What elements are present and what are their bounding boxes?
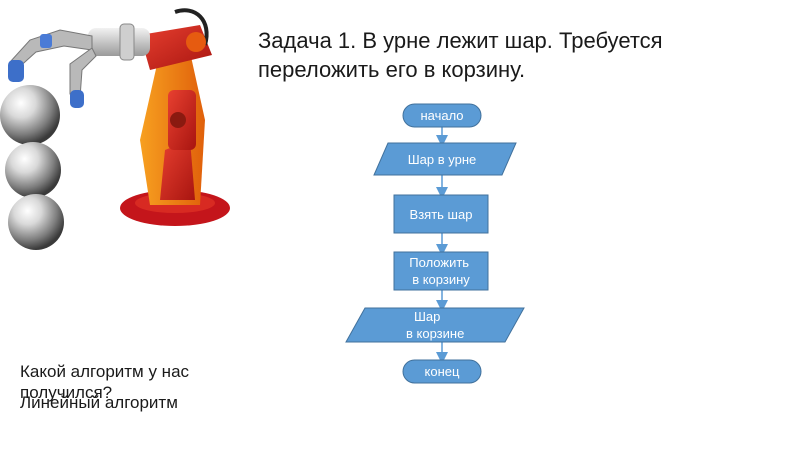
flow-node-input — [373, 142, 517, 176]
flow-node-start — [402, 103, 482, 128]
flow-node-output — [345, 307, 525, 343]
task-title: Задача 1. В урне лежит шар. Требуется пе… — [258, 28, 663, 82]
flow-node-put-label: Положить в корзину — [409, 255, 472, 287]
flow-node-put — [393, 251, 489, 291]
question-text: Какой алгоритм у нас получился? — [20, 362, 190, 402]
ball-icon — [8, 194, 64, 250]
answer-text: Линейный алгоритм — [20, 393, 178, 412]
ball-icon — [0, 85, 60, 145]
flow-node-end — [402, 359, 482, 384]
flow-node-take-label: Взять шар — [410, 207, 473, 222]
robot-arm-illustration — [0, 8, 230, 250]
flow-node-take — [393, 194, 489, 234]
flow-node-start-label: начало — [420, 108, 463, 123]
ball-icon — [5, 142, 61, 198]
flow-node-end-label: конец — [425, 364, 460, 379]
flow-node-output-label: Шар в корзине — [406, 309, 464, 341]
flow-node-input-label: Шар в урне — [408, 152, 477, 167]
